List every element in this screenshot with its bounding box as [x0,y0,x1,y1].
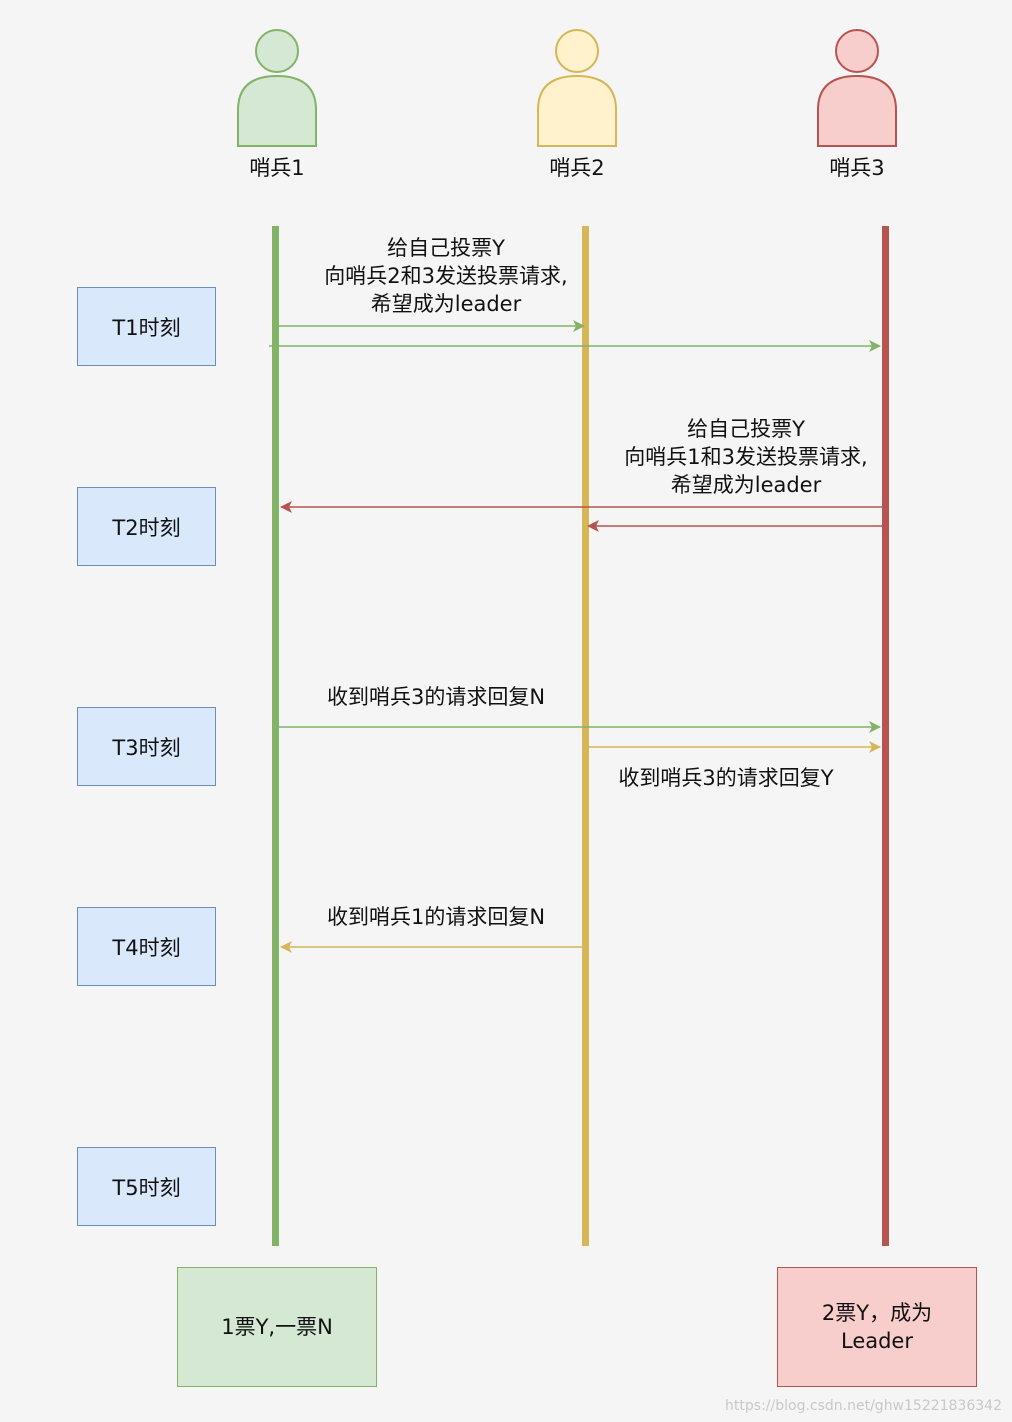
lifeline-sentinel-3 [882,226,889,1246]
actor-label: 哨兵2 [549,156,605,180]
message-label-t2: 给自己投票Y 向哨兵1和3发送投票请求, 希望成为leader [586,415,906,499]
time-box-t1: T1时刻 [77,287,216,366]
message-line: 希望成为leader [370,292,522,316]
watermark: https://blog.csdn.net/ghw15221836342 [725,1398,1002,1414]
actor-sentinel-3: 哨兵3 [812,24,902,180]
message-label-t1: 给自己投票Y 向哨兵2和3发送投票请求, 希望成为leader [286,234,606,318]
time-box-t2: T2时刻 [77,487,216,566]
result-sentinel-1: 1票Y,一票N [177,1267,377,1387]
message-line: 希望成为leader [670,473,822,497]
time-box-t4: T4时刻 [77,907,216,986]
actor-label: 哨兵3 [829,156,885,180]
result-line: Leader [840,1329,913,1353]
person-icon [817,29,897,147]
actor-sentinel-2: 哨兵2 [532,24,622,180]
result-sentinel-3: 2票Y，成为 Leader [777,1267,977,1387]
result-line: 2票Y，成为 [821,1301,933,1325]
message-line: 给自己投票Y [687,417,805,441]
message-label-t3-bottom: 收到哨兵3的请求回复Y [618,766,834,790]
message-line: 向哨兵1和3发送投票请求, [624,445,868,469]
person-icon [537,29,617,147]
message-label-t3-top: 收到哨兵3的请求回复N [326,685,546,709]
time-box-t3: T3时刻 [77,707,216,786]
actor-label: 哨兵1 [249,156,305,180]
lifeline-sentinel-2 [582,226,589,1246]
message-label-t4: 收到哨兵1的请求回复N [326,905,546,929]
lifeline-sentinel-1 [272,226,279,1246]
time-box-t5: T5时刻 [77,1147,216,1226]
result-line: 1票Y,一票N [221,1315,333,1339]
message-line: 给自己投票Y [387,236,505,260]
actor-sentinel-1: 哨兵1 [232,24,322,180]
message-line: 向哨兵2和3发送投票请求, [324,264,568,288]
person-icon [237,29,317,147]
